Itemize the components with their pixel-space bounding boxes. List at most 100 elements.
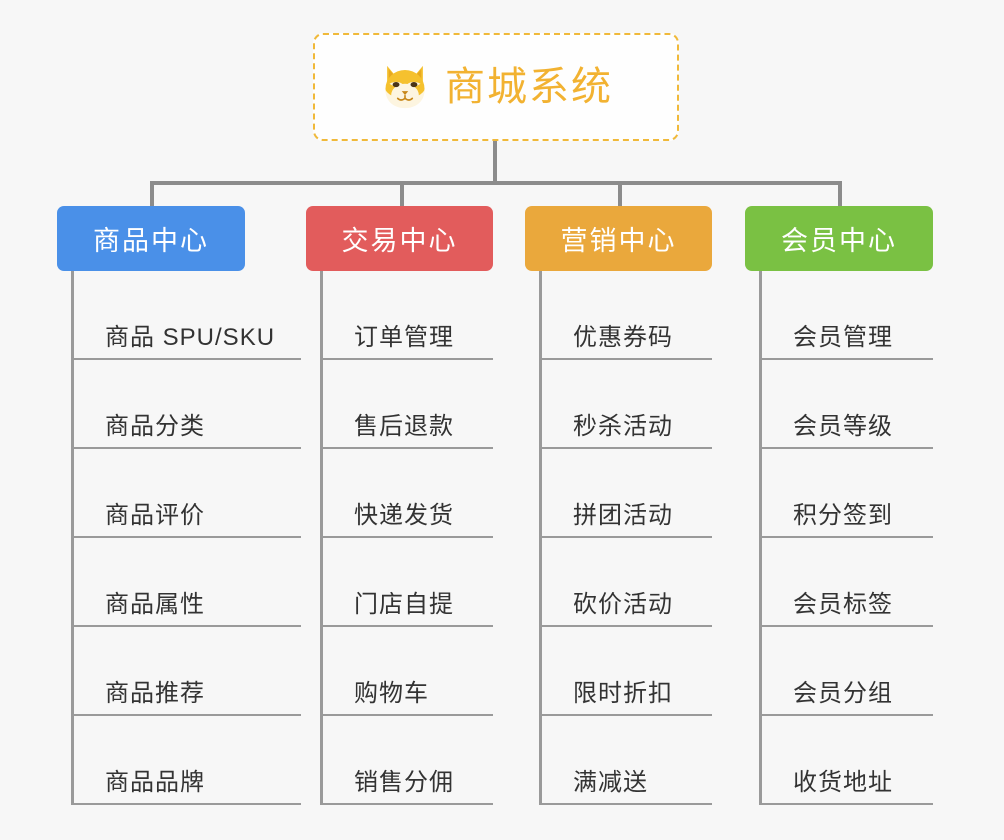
- leaf-underline: [320, 536, 493, 538]
- leaf-label: 购物车: [354, 679, 429, 707]
- branch-spine-member: [759, 271, 762, 805]
- leaf-underline: [759, 358, 933, 360]
- leaf-label: 商品品牌: [105, 768, 205, 796]
- leaf-item[interactable]: 销售分佣: [320, 716, 493, 805]
- branch-column-trade: 交易中心 订单管理 售后退款 快递发货: [306, 206, 493, 805]
- leaf-item[interactable]: 商品推荐: [71, 627, 302, 716]
- leaf-underline: [759, 625, 933, 627]
- leaf-item[interactable]: 快递发货: [320, 449, 493, 538]
- leaf-underline: [71, 714, 302, 716]
- leaf-underline: [759, 803, 933, 805]
- leaf-underline: [539, 358, 712, 360]
- leaf-underline: [759, 536, 933, 538]
- leaf-underline: [539, 536, 712, 538]
- leaf-item[interactable]: 订单管理: [320, 271, 493, 360]
- connector-root-vertical: [493, 141, 497, 183]
- leaf-underline: [539, 714, 712, 716]
- leaf-underline: [759, 447, 933, 449]
- leaf-label: 商品推荐: [105, 679, 205, 707]
- leaf-item[interactable]: 收货地址: [759, 716, 933, 805]
- branch-column-product: 商品中心 商品 SPU/SKU 商品分类: [57, 206, 302, 805]
- connector-drop-1: [150, 181, 154, 208]
- leaf-list-marketing: 优惠券码 秒杀活动 拼团活动: [539, 271, 712, 805]
- leaf-item[interactable]: 商品分类: [71, 360, 302, 449]
- branch-header-trade[interactable]: 交易中心: [306, 206, 493, 271]
- leaf-item[interactable]: 积分签到: [759, 449, 933, 538]
- branch-header-member[interactable]: 会员中心: [745, 206, 933, 271]
- branch-spine-product: [71, 271, 74, 805]
- leaf-underline: [71, 625, 302, 627]
- leaf-label: 满减送: [573, 768, 648, 796]
- leaf-underline: [539, 625, 712, 627]
- connector-drop-4: [838, 181, 842, 208]
- leaf-underline: [71, 536, 302, 538]
- leaf-label: 商品 SPU/SKU: [105, 323, 276, 351]
- leaf-label: 商品属性: [105, 590, 205, 618]
- leaf-underline: [320, 714, 493, 716]
- leaf-underline: [71, 447, 302, 449]
- leaf-label: 收货地址: [793, 768, 893, 796]
- leaf-label: 门店自提: [354, 590, 454, 618]
- leaf-item[interactable]: 售后退款: [320, 360, 493, 449]
- leaf-label: 限时折扣: [573, 679, 673, 707]
- connector-horizontal-bus: [150, 181, 842, 185]
- root-title: 商城系统: [445, 65, 613, 109]
- branch-body-trade: 订单管理 售后退款 快递发货: [320, 271, 493, 805]
- leaf-label: 会员标签: [793, 590, 893, 618]
- leaf-underline: [320, 447, 493, 449]
- leaf-label: 会员管理: [793, 323, 893, 351]
- leaf-label: 秒杀活动: [573, 412, 673, 440]
- leaf-list-member: 会员管理 会员等级 积分签到: [759, 271, 933, 805]
- leaf-item[interactable]: 满减送: [539, 716, 712, 805]
- leaf-underline: [539, 447, 712, 449]
- leaf-list-product: 商品 SPU/SKU 商品分类 商品评价: [71, 271, 302, 805]
- leaf-item[interactable]: 砍价活动: [539, 538, 712, 627]
- branch-column-member: 会员中心 会员管理 会员等级 积分签到: [745, 206, 933, 805]
- leaf-label: 会员等级: [793, 412, 893, 440]
- leaf-item[interactable]: 商品评价: [71, 449, 302, 538]
- leaf-label: 商品评价: [105, 501, 205, 529]
- leaf-item[interactable]: 秒杀活动: [539, 360, 712, 449]
- leaf-label: 售后退款: [354, 412, 454, 440]
- leaf-underline: [320, 803, 493, 805]
- branch-header-product[interactable]: 商品中心: [57, 206, 245, 271]
- leaf-item[interactable]: 限时折扣: [539, 627, 712, 716]
- leaf-label: 快递发货: [354, 501, 454, 529]
- branch-spine-marketing: [539, 271, 542, 805]
- leaf-label: 砍价活动: [573, 590, 673, 618]
- leaf-label: 销售分佣: [354, 768, 454, 796]
- branch-body-member: 会员管理 会员等级 积分签到: [759, 271, 933, 805]
- branch-header-marketing[interactable]: 营销中心: [525, 206, 712, 271]
- leaf-label: 优惠券码: [573, 323, 673, 351]
- connector-drop-3: [618, 181, 622, 208]
- leaf-underline: [71, 358, 302, 360]
- branch-body-marketing: 优惠券码 秒杀活动 拼团活动: [539, 271, 712, 805]
- leaf-item[interactable]: 商品 SPU/SKU: [71, 271, 302, 360]
- leaf-underline: [759, 714, 933, 716]
- leaf-label: 商品分类: [105, 412, 205, 440]
- leaf-label: 积分签到: [793, 501, 893, 529]
- leaf-underline: [71, 803, 302, 805]
- branch-body-product: 商品 SPU/SKU 商品分类 商品评价: [71, 271, 302, 805]
- leaf-item[interactable]: 优惠券码: [539, 271, 712, 360]
- leaf-underline: [320, 625, 493, 627]
- leaf-item[interactable]: 会员管理: [759, 271, 933, 360]
- root-node[interactable]: 商城系统: [313, 33, 679, 141]
- leaf-item[interactable]: 门店自提: [320, 538, 493, 627]
- leaf-underline: [539, 803, 712, 805]
- leaf-label: 拼团活动: [573, 501, 673, 529]
- shiba-dog-face-icon: [385, 65, 425, 109]
- connector-drop-2: [400, 181, 404, 208]
- leaf-item[interactable]: 商品品牌: [71, 716, 302, 805]
- leaf-label: 会员分组: [793, 679, 893, 707]
- leaf-item[interactable]: 拼团活动: [539, 449, 712, 538]
- leaf-item[interactable]: 会员分组: [759, 627, 933, 716]
- leaf-item[interactable]: 会员等级: [759, 360, 933, 449]
- leaf-item[interactable]: 购物车: [320, 627, 493, 716]
- leaf-label: 订单管理: [354, 323, 454, 351]
- leaf-list-trade: 订单管理 售后退款 快递发货: [320, 271, 493, 805]
- leaf-item[interactable]: 商品属性: [71, 538, 302, 627]
- leaf-item[interactable]: 会员标签: [759, 538, 933, 627]
- branch-column-marketing: 营销中心 优惠券码 秒杀活动 拼团活动: [525, 206, 712, 805]
